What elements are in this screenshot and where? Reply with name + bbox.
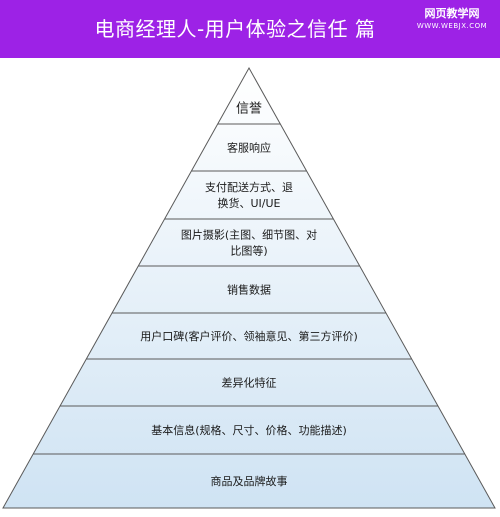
- pyramid-outline: [2, 66, 496, 509]
- title-banner: 电商经理人-用户体验之信任 篇 网页教学网 WWW.WEBJX.COM: [0, 0, 500, 58]
- watermark-url: WWW.WEBJX.COM: [416, 22, 488, 30]
- tier-label-1: 信誉: [236, 101, 262, 116]
- tier-label-line: 支付配送方式、退: [205, 180, 293, 194]
- page-title: 电商经理人-用户体验之信任 篇: [94, 17, 376, 41]
- tier-label-3: 支付配送方式、退换货、UI/UE: [205, 180, 293, 210]
- tier-label-line: 基本信息(规格、尺寸、价格、功能描述): [151, 423, 347, 437]
- tier-label-line: 用户口碑(客户评价、领袖意见、第三方评价): [140, 329, 358, 343]
- watermark-title: 网页教学网: [424, 7, 480, 20]
- tier-label-6: 用户口碑(客户评价、领袖意见、第三方评价): [140, 329, 358, 343]
- tier-label-line: 商品及品牌故事: [211, 474, 288, 488]
- site-watermark: 网页教学网 WWW.WEBJX.COM: [410, 7, 494, 31]
- tier-label-9: 商品及品牌故事: [211, 474, 288, 488]
- tier-label-line: 比图等): [230, 244, 267, 258]
- tier-label-5: 销售数据: [227, 283, 271, 297]
- tier-label-line: 信誉: [236, 101, 262, 116]
- tier-label-line: 差异化特征: [222, 376, 277, 390]
- tier-label-2: 客服响应: [227, 141, 271, 155]
- tier-label-line: 客服响应: [227, 141, 271, 155]
- tier-label-7: 差异化特征: [222, 376, 277, 390]
- tier-label-8: 基本信息(规格、尺寸、价格、功能描述): [151, 423, 347, 437]
- tier-label-line: 图片摄影(主图、细节图、对: [181, 228, 317, 242]
- pyramid-stage: 信誉客服响应支付配送方式、退换货、UI/UE 图片摄影(主图、细节图、对比图等) 销…: [0, 58, 500, 517]
- tier-label-line: 销售数据: [227, 283, 271, 297]
- tier-label-4: 图片摄影(主图、细节图、对比图等): [181, 228, 317, 258]
- tier-label-line: 换货、UI/UE: [217, 196, 280, 210]
